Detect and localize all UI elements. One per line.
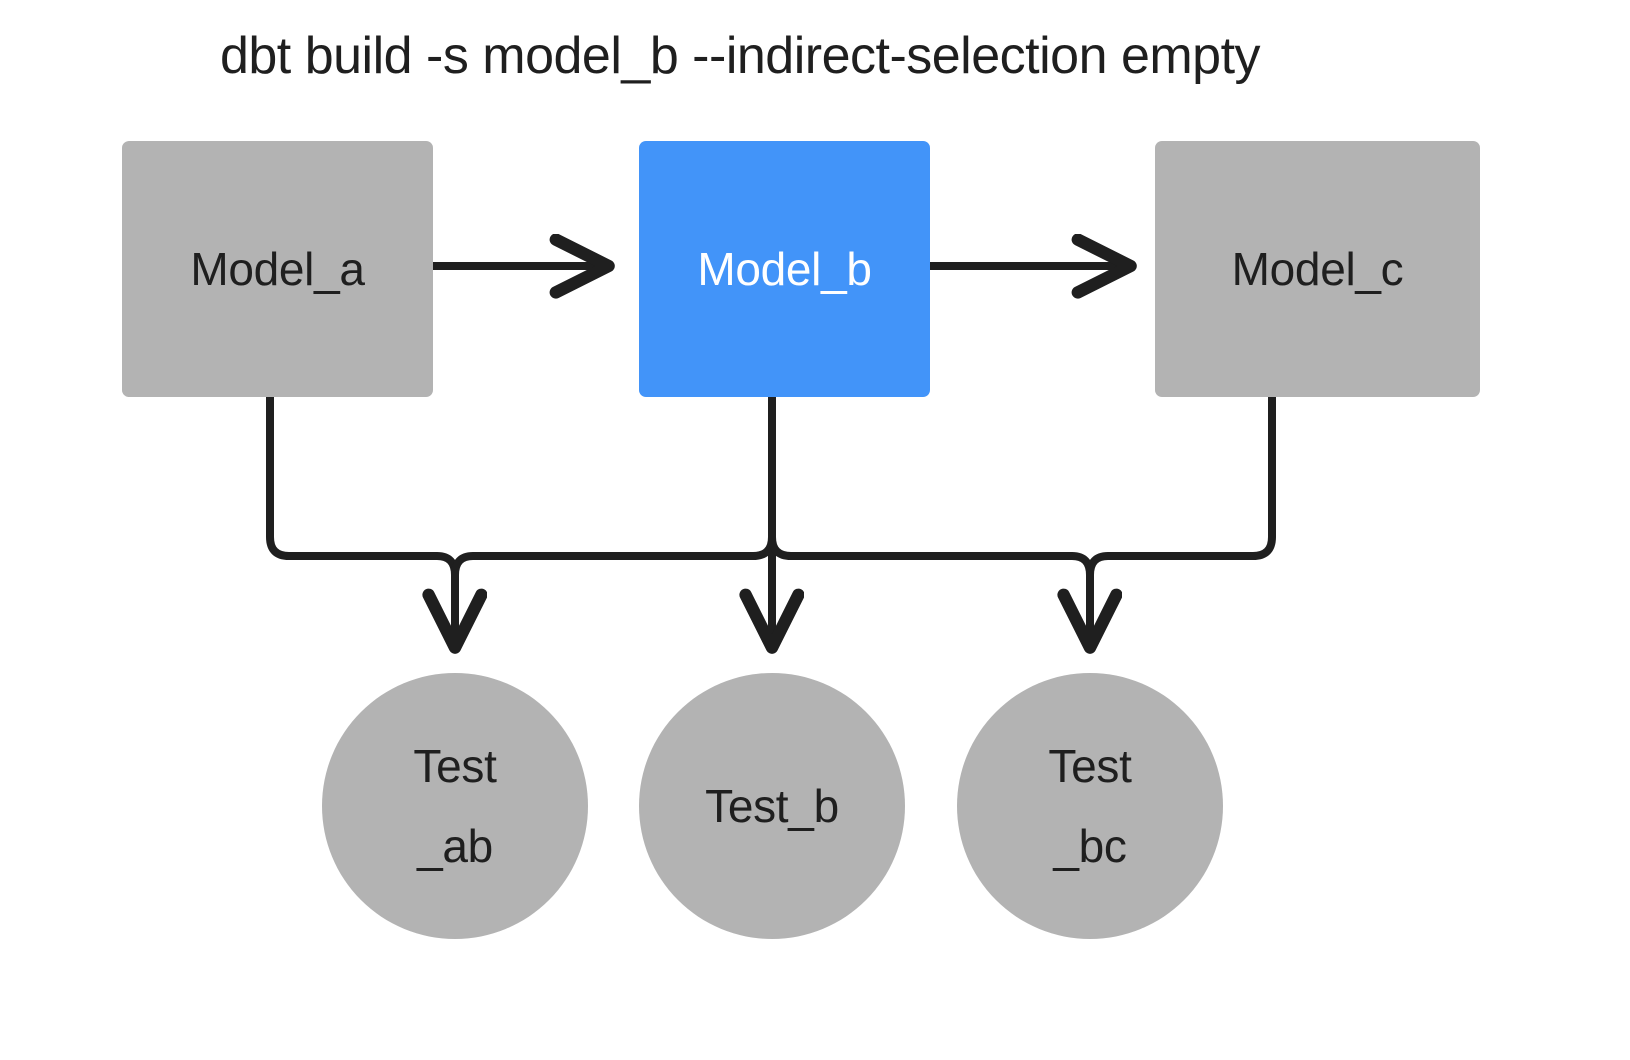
edge-model-c-to-test-bc <box>1086 397 1276 646</box>
node-model-a[interactable]: Model_a <box>122 141 433 397</box>
node-model-c[interactable]: Model_c <box>1155 141 1480 397</box>
node-test-bc[interactable]: Test _bc <box>957 673 1223 939</box>
node-test-ab-label-line2: _ab <box>417 820 493 872</box>
node-test-b-label-line1: Test_b <box>705 779 839 832</box>
node-model-c-label: Model_c <box>1231 243 1404 295</box>
diagram-title: dbt build -s model_b --indirect-selectio… <box>219 27 1261 85</box>
node-model-a-label: Model_a <box>190 243 365 295</box>
edge-model-b-to-test-bc <box>768 397 1090 646</box>
node-model-b[interactable]: Model_b <box>639 141 930 397</box>
node-test-ab-label-line1: Test <box>413 739 497 792</box>
node-test-b[interactable]: Test_b <box>639 673 905 939</box>
node-test-ab[interactable]: Test _ab <box>322 673 588 939</box>
node-model-b-label: Model_b <box>697 243 872 295</box>
edge-model-a-to-test-ab <box>266 397 455 646</box>
node-test-bc-label-line2: _bc <box>1053 820 1127 872</box>
node-test-bc-label-line1: Test <box>1048 739 1132 792</box>
edge-model-b-to-test-ab <box>451 397 776 646</box>
